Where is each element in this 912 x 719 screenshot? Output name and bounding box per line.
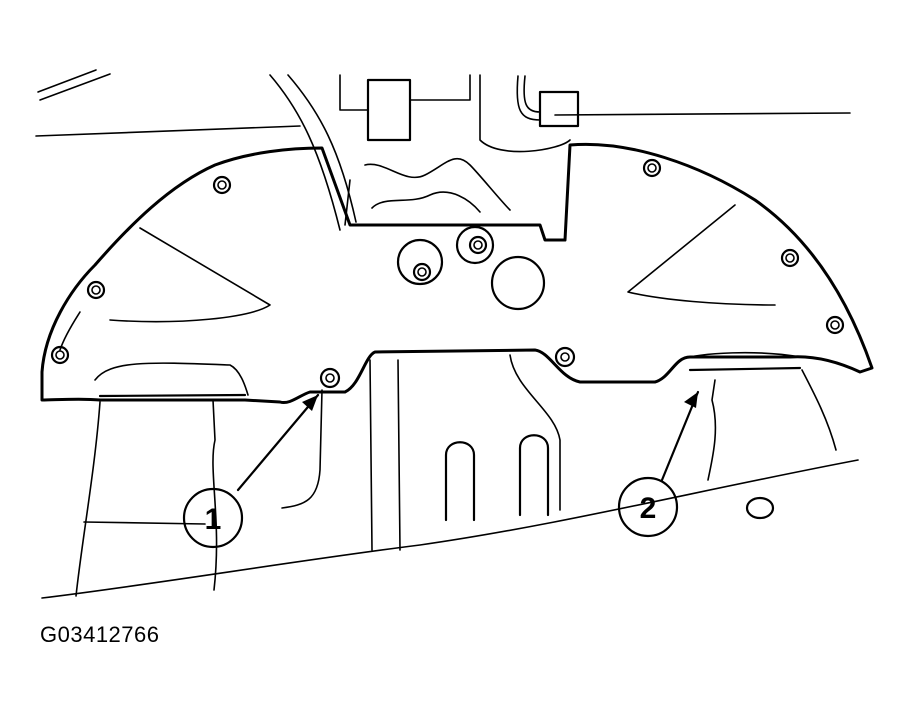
callout-2-arrowhead (684, 392, 698, 408)
callout-2-label: 2 (640, 492, 657, 525)
cylinder-head-lower (41, 354, 859, 599)
figure-id-label: G03412766 (40, 622, 160, 647)
callout-1-arrowhead (302, 395, 318, 411)
engine-background (35, 69, 851, 231)
bolt-heads (50, 158, 845, 389)
heat-shield (40, 142, 874, 405)
callout-2: 2 (617, 390, 700, 538)
callout-1: 1 (182, 393, 320, 549)
callout-1-label: 1 (205, 503, 222, 536)
